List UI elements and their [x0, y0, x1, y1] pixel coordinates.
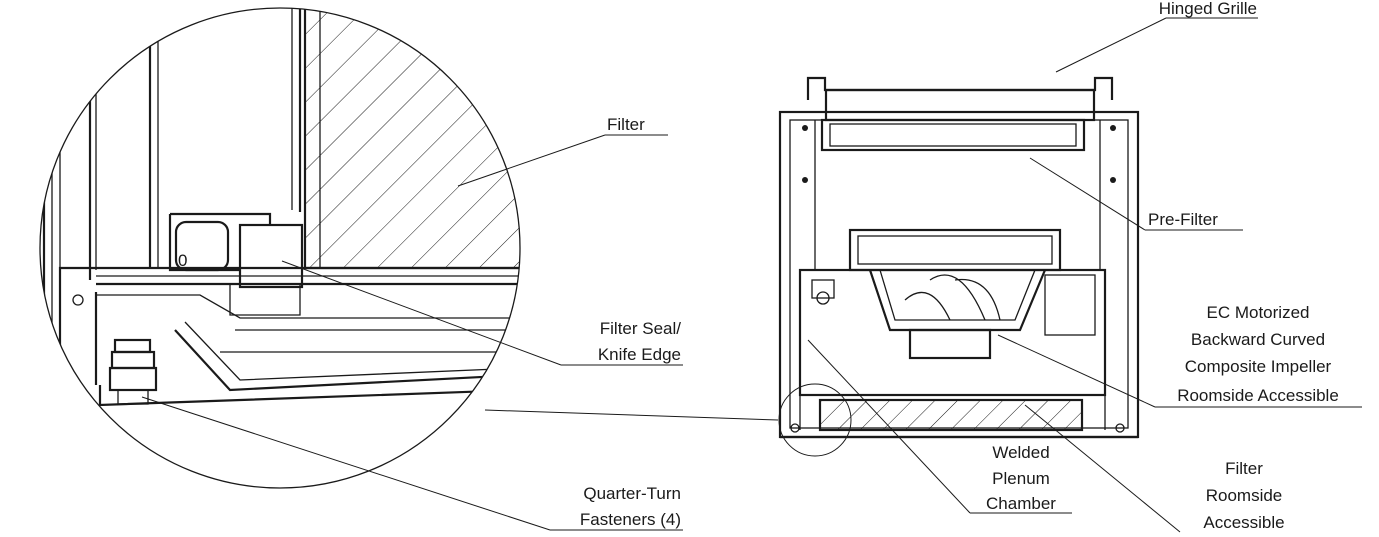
label-quarter-turn: Quarter-Turn Fasteners (4)	[580, 484, 681, 529]
label-ec-motorized: EC Motorized Backward Curved Composite I…	[1177, 303, 1339, 405]
ec-motor-impeller	[848, 228, 1096, 360]
label-filter: Filter	[607, 115, 645, 134]
svg-text:EC Motorized: EC Motorized	[1207, 303, 1310, 322]
svg-text:0: 0	[178, 251, 187, 270]
svg-text:Roomside: Roomside	[1206, 486, 1283, 505]
leader-lines	[141, 17, 1362, 533]
pre-filter	[820, 118, 1086, 152]
svg-text:Welded: Welded	[992, 443, 1049, 462]
svg-text:Quarter-Turn: Quarter-Turn	[583, 484, 681, 503]
label-pre-filter: Pre-Filter	[1148, 210, 1218, 229]
filter-hatch	[305, 8, 520, 268]
filter-roomside	[820, 400, 1082, 430]
plenum-chamber	[798, 268, 1107, 397]
detail-view: 0	[39, 7, 779, 489]
detail-reference-circle	[778, 383, 852, 457]
main-view	[778, 76, 1140, 457]
detail-connector-line	[484, 409, 779, 421]
svg-text:Plenum: Plenum	[992, 469, 1050, 488]
fastener-hole	[174, 220, 230, 272]
filter-seal-block	[238, 223, 304, 289]
svg-text:Accessible: Accessible	[1203, 513, 1284, 532]
svg-text:Knife Edge: Knife Edge	[598, 345, 681, 364]
hinged-grille	[824, 88, 1096, 122]
quarter-turn-fastener	[108, 338, 158, 405]
svg-text:Chamber: Chamber	[986, 494, 1056, 513]
label-hinged-grille: Hinged Grille	[1159, 0, 1257, 18]
label-filter-roomside: Filter Roomside Accessible	[1203, 459, 1284, 532]
svg-text:Filter Seal/: Filter Seal/	[600, 319, 682, 338]
svg-text:Filter: Filter	[1225, 459, 1263, 478]
svg-text:Fasteners (4): Fasteners (4)	[580, 510, 681, 529]
svg-text:Roomside Accessible: Roomside Accessible	[1177, 386, 1339, 405]
svg-text:Backward Curved: Backward Curved	[1191, 330, 1325, 349]
rivet-icon	[72, 294, 84, 306]
label-filter-seal: Filter Seal/ Knife Edge	[598, 319, 681, 364]
label-welded-plenum: Welded Plenum Chamber	[986, 443, 1056, 513]
svg-text:Composite Impeller: Composite Impeller	[1185, 357, 1332, 376]
